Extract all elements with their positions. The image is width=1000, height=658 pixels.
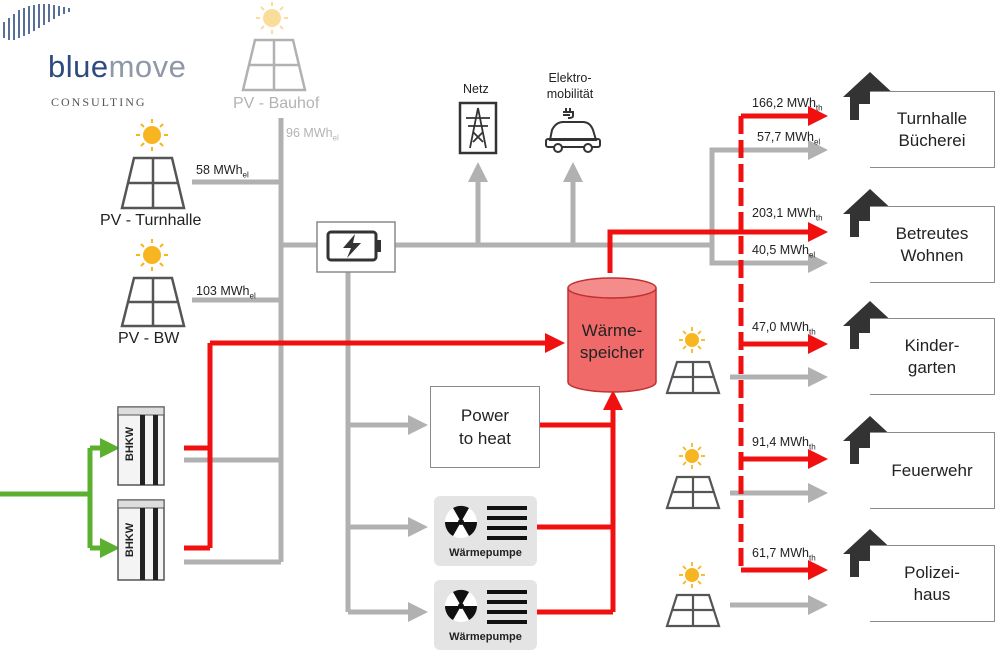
building-betreutes-wohnen: Betreutes Wohnen xyxy=(870,206,995,283)
sun-icon xyxy=(256,2,288,34)
elec-value-betreutes: 40,5 MWhel xyxy=(752,243,816,260)
pv-turnhalle-value: 58 MWhel xyxy=(196,163,249,180)
bhkw-1-label: BHKW xyxy=(124,426,136,462)
solar-panel-icon xyxy=(665,360,721,395)
sun-icon xyxy=(136,119,168,151)
solar-panel-icon xyxy=(665,475,721,510)
storage-out-line xyxy=(607,229,741,273)
pv-turnhalle-icon xyxy=(120,119,186,210)
pv-bauhof-label: PV - Bauhof xyxy=(233,95,320,112)
logo-wordmark: bluemove xyxy=(48,49,186,85)
solar-panel-icon xyxy=(120,276,186,328)
heat-storage-tank xyxy=(567,277,657,393)
logo-word-move: move xyxy=(108,49,187,84)
heat-value-turnhalle: 166,2 MWhth xyxy=(752,96,823,113)
pv-bw-value: 103 MWhel xyxy=(196,284,256,301)
bhkw-2-label: BHKW xyxy=(124,522,136,558)
sun-icon xyxy=(679,562,705,588)
heat-pump-1-label: Wärmepumpe xyxy=(449,547,522,559)
emob-label: Elektro- mobilität xyxy=(546,71,594,101)
solar-panel-icon xyxy=(665,593,721,628)
heat-storage-label: Wärme- speicher xyxy=(579,321,645,362)
elec-to-betreutes-arrow xyxy=(709,245,828,273)
pv-bw-icon xyxy=(120,239,186,328)
pv-bw-label: PV - BW xyxy=(118,330,180,347)
heat-pump-2-label: Wärmepumpe xyxy=(449,631,522,643)
heat-pump-2 xyxy=(434,580,537,650)
battery-icon xyxy=(326,230,381,262)
electric-car-icon xyxy=(545,108,601,153)
building-turnhalle-buecherei: Turnhalle Bücherei xyxy=(870,91,995,168)
pv-kita-icon xyxy=(665,327,721,395)
radiation-fan-icon xyxy=(444,589,478,622)
solar-panel-icon xyxy=(120,156,186,210)
power-to-heat-box: Power to heat xyxy=(430,386,540,468)
solar-panel-icon xyxy=(241,38,307,92)
logo-word-blue: blue xyxy=(48,49,109,84)
sun-icon xyxy=(679,327,705,353)
radiator-lines-icon xyxy=(487,506,527,540)
pv-bauhof-icon xyxy=(241,2,307,92)
pv-bauhof-value: 96 MWhel xyxy=(286,126,339,143)
logo-tagline: CONSULTING xyxy=(51,95,147,109)
electric-lines xyxy=(184,118,828,622)
battery-box xyxy=(316,221,396,273)
building-polizeihaus: Polizei- haus xyxy=(870,545,995,622)
heat-value-kita: 47,0 MWhth xyxy=(752,320,816,337)
radiation-fan-icon xyxy=(444,505,478,538)
gas-lines xyxy=(0,438,120,558)
elec-value-turnhalle: 57,7 MWhel xyxy=(757,130,821,147)
pv-turnhalle-label: PV - Turnhalle xyxy=(100,212,202,229)
heat-value-polizei: 61,7 MWhth xyxy=(752,546,816,563)
logo-bars-icon xyxy=(3,4,70,40)
heat-value-feuerwehr: 91,4 MWhth xyxy=(752,435,816,452)
netz-label: Netz xyxy=(463,82,489,96)
bhkw-unit-1 xyxy=(117,406,165,486)
radiator-lines-icon xyxy=(487,590,527,624)
sun-icon xyxy=(136,239,168,271)
building-kindergarten: Kinder- garten xyxy=(870,318,995,395)
power-grid-icon xyxy=(458,101,498,155)
elec-to-turnhalle-arrow xyxy=(709,140,828,245)
building-feuerwehr: Feuerwehr xyxy=(870,432,995,509)
heat-lines xyxy=(184,106,828,615)
pv-feuerwehr-icon xyxy=(665,443,721,510)
pv-polizei-icon xyxy=(665,562,721,628)
heat-pump-1 xyxy=(434,496,537,566)
sun-icon xyxy=(679,443,705,469)
heat-value-betreutes: 203,1 MWhth xyxy=(752,206,823,223)
bhkw-unit-2 xyxy=(117,499,165,581)
